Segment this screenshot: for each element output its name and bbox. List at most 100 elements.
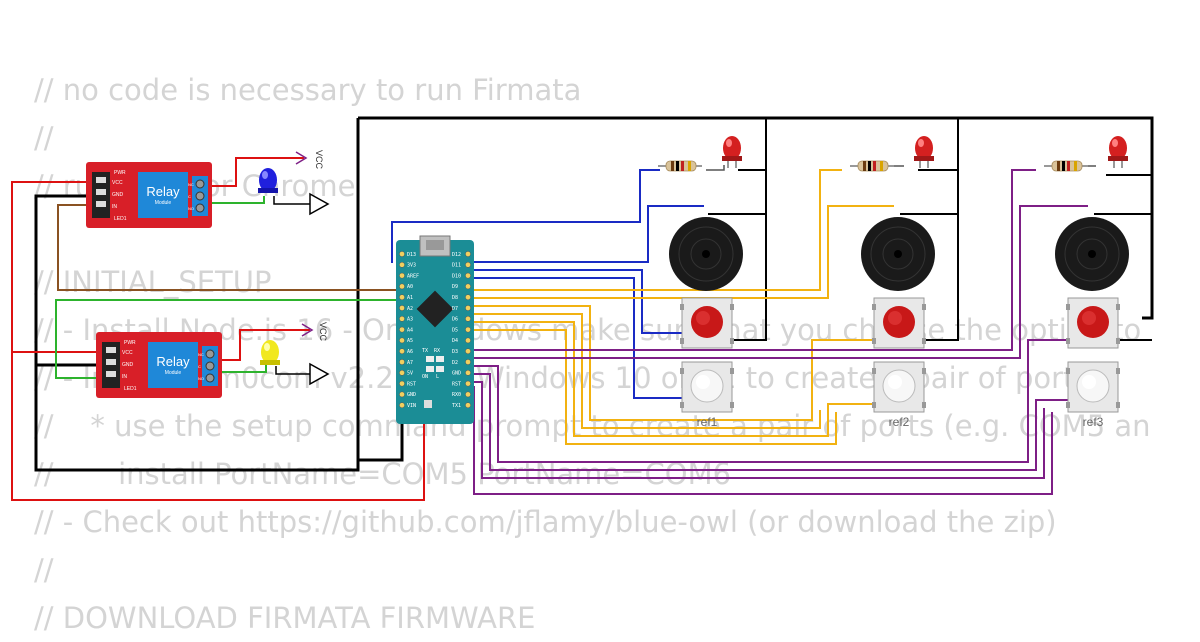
resistor[interactable] (1044, 160, 1088, 172)
nano-pin-right[interactable] (465, 348, 471, 355)
vcc-symbol-2: VCC (301, 322, 328, 342)
purple-wire-btn3c[interactable] (466, 381, 1045, 479)
led1-to-resistor-wire[interactable] (706, 165, 725, 171)
nano-pin-left[interactable] (399, 251, 405, 257)
red-led[interactable] (914, 136, 934, 168)
purple-wire-btn3b[interactable] (466, 373, 1068, 471)
red-wire-vcc[interactable] (11, 181, 425, 501)
black-wire-station1[interactable] (732, 118, 767, 341)
nano-pin-right[interactable] (465, 326, 471, 333)
red-pushbutton[interactable] (680, 297, 734, 349)
black-wire-station2[interactable] (924, 118, 959, 341)
nano-pin-right[interactable] (465, 251, 471, 257)
nano-pin-left[interactable] (399, 380, 405, 387)
nano-pin-label-left: GND (407, 392, 416, 398)
nano-pin-left[interactable] (399, 337, 405, 344)
green-wire-relay2-in[interactable] (55, 299, 402, 379)
red-pushbutton[interactable] (872, 297, 926, 349)
relay1-pin-in: IN (112, 204, 117, 210)
red-wire-relay2-to-led[interactable] (222, 329, 310, 361)
relay2-term-no: NO (198, 376, 204, 381)
nano-pin-left[interactable] (399, 402, 405, 409)
yellow-wire-btn2c[interactable] (466, 321, 876, 437)
nano-pin-left[interactable] (399, 272, 405, 279)
relay2-pin-led1: LED1 (124, 386, 137, 392)
code-line: // no code is necessary to run Firmata (34, 73, 582, 107)
nano-pin-left[interactable] (399, 369, 405, 376)
relay1-label: Relay (146, 184, 180, 199)
nano-pin-right[interactable] (465, 272, 471, 279)
nano-pin-right[interactable] (465, 359, 471, 365)
nano-pin-label-right: D9 (452, 284, 458, 290)
red-led[interactable] (1108, 136, 1128, 168)
blue-wire-buzzer1[interactable] (466, 205, 704, 263)
nano-pin-right[interactable] (465, 283, 471, 290)
black-wire-frame[interactable] (358, 116, 1154, 320)
purple-wire-led3[interactable] (466, 169, 1036, 351)
nano-pin-label-right: D12 (452, 252, 461, 258)
purple-wire-btn3d[interactable] (473, 386, 1053, 495)
nano-pin-left[interactable] (399, 391, 405, 398)
nano-led-rx: RX (434, 348, 440, 354)
red-pushbutton[interactable] (1066, 297, 1120, 349)
nano-pin-left[interactable] (399, 283, 405, 290)
nano-pin-right[interactable] (465, 391, 471, 398)
nano-pin-right[interactable] (465, 294, 471, 301)
yellow-wire-extra[interactable] (466, 329, 837, 445)
nano-pin-right[interactable] (465, 380, 471, 387)
code-line: // - Check out https://github.com/jflamy… (34, 505, 1057, 539)
nano-pin-right[interactable] (465, 402, 471, 409)
buzzer-icon[interactable] (1055, 217, 1129, 291)
yellow-wire-led2[interactable] (466, 169, 842, 291)
relay2-out-wire[interactable] (275, 366, 310, 375)
nano-pin-right[interactable] (465, 261, 471, 268)
relay-module-1[interactable]: PWR VCC GND IN LED1 Relay Module NC C NO (86, 162, 212, 228)
red-wire-relay1-to-vcc[interactable] (212, 157, 304, 187)
nano-pin-left[interactable] (399, 294, 405, 301)
nano-pin-right[interactable] (465, 315, 471, 322)
buzzer-icon[interactable] (669, 217, 743, 291)
nano-pin-right[interactable] (465, 369, 471, 376)
blue-wire-led1[interactable] (391, 169, 660, 263)
nano-pin-left[interactable] (399, 359, 405, 365)
nano-pin-left[interactable] (399, 261, 405, 268)
relay2-pin-vcc: VCC (122, 350, 133, 356)
resistor[interactable] (850, 160, 894, 172)
nano-pin-left[interactable] (399, 348, 405, 355)
yellow-wire-buzzer2[interactable] (466, 205, 894, 299)
white-pushbutton[interactable] (680, 361, 734, 413)
nano-pin-right[interactable] (465, 305, 471, 311)
purple-wire-buzzer3[interactable] (466, 205, 1088, 359)
relay1-out-wire[interactable] (273, 196, 310, 205)
blue-wire-btn1[interactable] (466, 269, 684, 334)
black-wire-frame-left[interactable] (34, 118, 360, 472)
resistor[interactable] (658, 160, 702, 172)
yellow-wire-btn2[interactable] (466, 305, 876, 421)
white-pushbutton[interactable] (1066, 361, 1120, 413)
nano-pin-right[interactable] (465, 337, 471, 344)
red-led[interactable] (722, 136, 742, 168)
blue-wire-btn1b[interactable] (466, 277, 684, 399)
nano-pin-left[interactable] (399, 305, 405, 311)
buzzer-icon[interactable] (861, 217, 935, 291)
purple-wire-btn3[interactable] (466, 339, 1068, 463)
yellow-wire-btn2b[interactable] (466, 313, 821, 429)
white-pushbutton[interactable] (872, 361, 926, 413)
blue-led[interactable] (258, 168, 278, 193)
relay1-pin-pwr: PWR (114, 170, 126, 176)
brown-wire-relay1-in[interactable] (57, 204, 402, 291)
yellow-led[interactable] (260, 340, 280, 365)
nano-pin-left[interactable] (399, 326, 405, 333)
code-line: // * use the setup command prompt to cre… (34, 409, 1151, 443)
relay1-sublabel: Module (155, 200, 172, 206)
nano-pin-label-right: GND (452, 371, 461, 377)
black-wire-nano-gnd[interactable] (358, 397, 404, 462)
arduino-nano[interactable]: TX RX ON L D133V3AREFA0A1A2A3A4A5A6A75VR… (396, 235, 474, 424)
green-wire-relay2-led[interactable] (222, 365, 267, 373)
green-wire-relay1-led[interactable] (212, 196, 265, 204)
nano-pin-label-left: A5 (407, 338, 413, 344)
relay-module-2[interactable]: PWR VCC GND IN LED1 Relay Module NC C NO (96, 332, 222, 398)
nano-pin-left[interactable] (399, 315, 405, 322)
